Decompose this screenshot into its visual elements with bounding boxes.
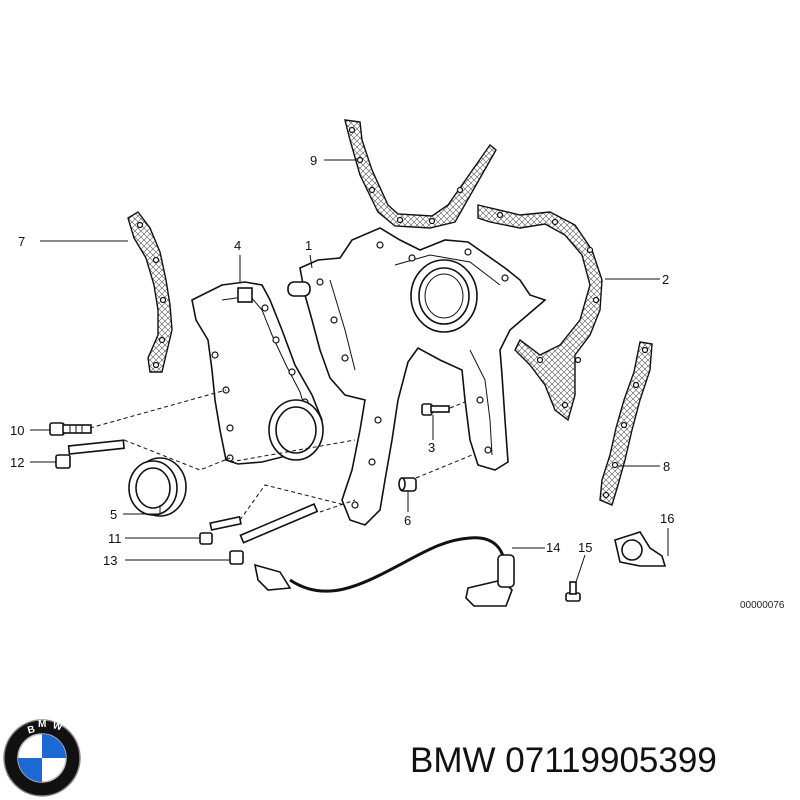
bolt-10: [49, 422, 92, 436]
leader-lines: [30, 159, 669, 583]
callout-12: 12: [10, 455, 24, 470]
gasket-9: [344, 119, 497, 229]
callout-9: 9: [310, 153, 317, 168]
gasket-2: [477, 204, 603, 422]
bolt-11: [199, 515, 242, 545]
callout-labels: 1 2 3 4 5 6 7 8 9 10 11 12 13 14 15 16: [10, 153, 674, 568]
dowel-6: [398, 477, 417, 492]
callout-6: 6: [404, 513, 411, 528]
bolt-12: [55, 439, 125, 469]
screw-15: [565, 581, 581, 602]
callout-4: 4: [234, 238, 241, 253]
callout-16: 16: [660, 511, 674, 526]
seal-ring-upper: [268, 399, 324, 461]
logo-text: B: [26, 724, 36, 736]
diagram-code: 00000076: [740, 600, 785, 611]
gasket-7: [127, 211, 173, 373]
callout-7: 7: [18, 234, 25, 249]
logo-text-m: M: [38, 719, 46, 730]
clip-16: [614, 531, 667, 567]
callout-3: 3: [428, 440, 435, 455]
housing-1: [287, 227, 547, 526]
oil-seal-5: [128, 457, 187, 517]
bmw-logo: B M W: [3, 719, 81, 797]
bolt-13: [229, 503, 319, 565]
callout-13: 13: [103, 553, 117, 568]
callout-8: 8: [663, 459, 670, 474]
callout-15: 15: [578, 540, 592, 555]
bolt-3: [421, 403, 450, 416]
sensor-14: [253, 536, 515, 607]
callout-5: 5: [110, 507, 117, 522]
part-title: BMW 07119905399: [410, 741, 717, 780]
logo-text-w: W: [51, 720, 64, 733]
callout-2: 2: [662, 272, 669, 287]
callout-14: 14: [546, 540, 560, 555]
callout-1: 1: [305, 238, 312, 253]
gasket-8: [599, 341, 653, 506]
callout-10: 10: [10, 423, 24, 438]
callout-11: 11: [108, 531, 122, 546]
